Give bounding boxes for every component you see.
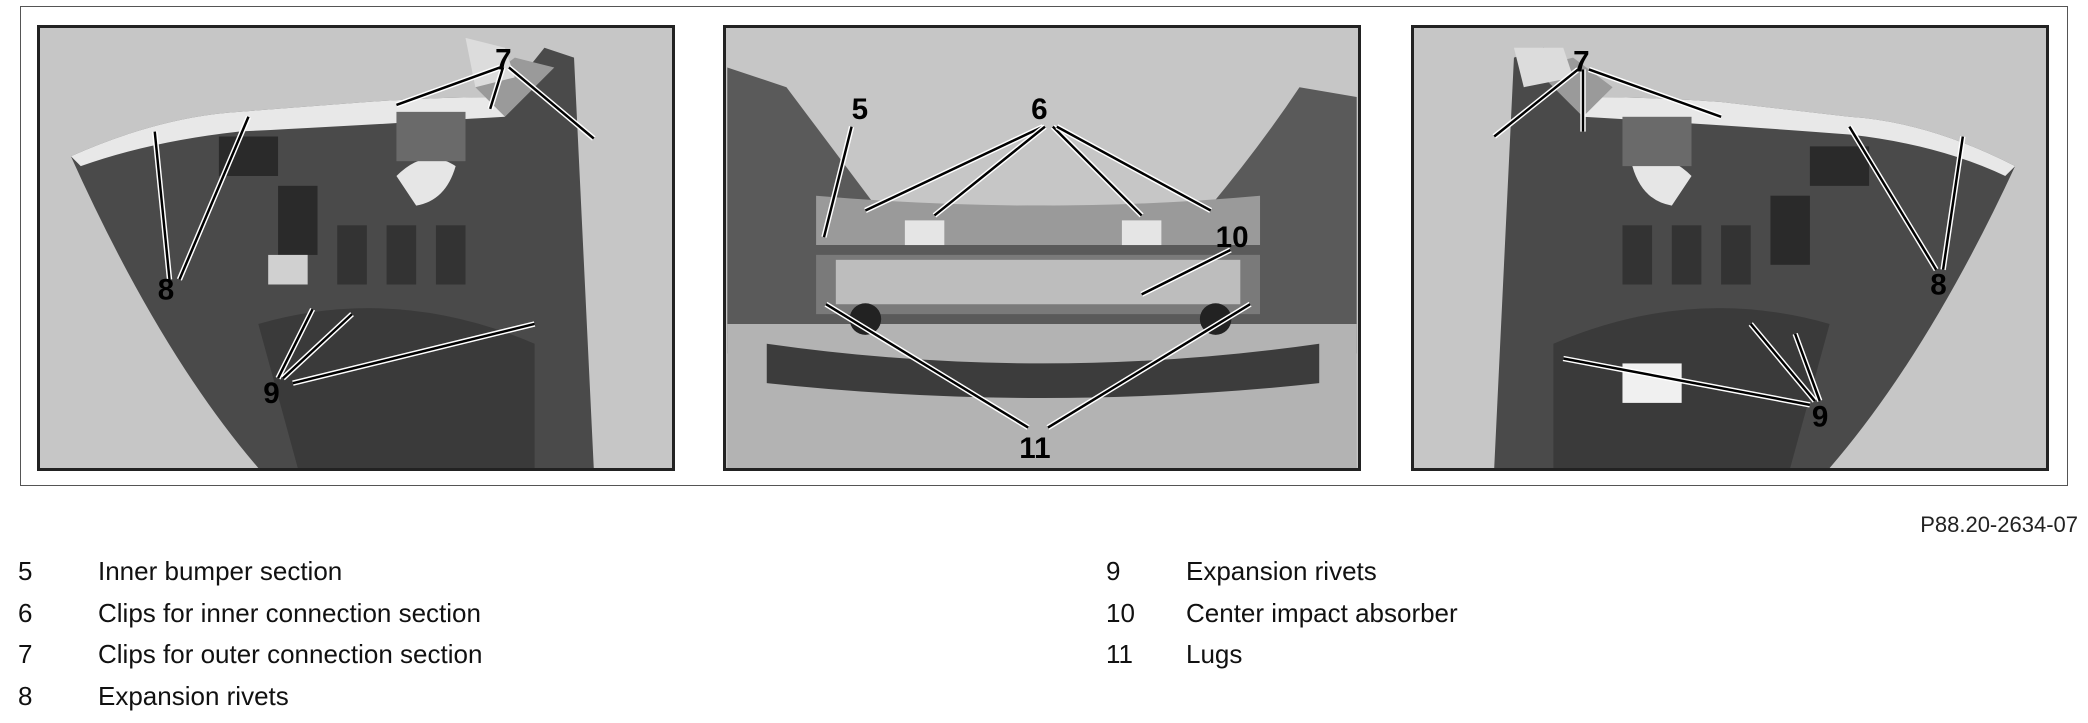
callout-8: 8	[1930, 268, 1946, 301]
callout-9: 9	[263, 377, 279, 410]
callout-10: 10	[1216, 221, 1249, 254]
photo-panel-left: 7 8 9	[37, 25, 675, 471]
legend-number: 8	[18, 680, 33, 711]
callout-11: 11	[1019, 432, 1050, 465]
callout-7: 7	[495, 43, 511, 76]
callout-9: 9	[1812, 401, 1828, 434]
legend-number: 7	[18, 639, 33, 669]
legend-text: Inner bumper section	[98, 556, 343, 586]
legend-number: 5	[18, 556, 33, 586]
legend-text: Center impact absorber	[1186, 597, 1458, 628]
figure-frame: 7 8 9	[20, 6, 2068, 486]
bumper-center-photo: 5 6 10 11	[727, 67, 1357, 468]
callout-7: 7	[1573, 45, 1589, 78]
callout-6: 6	[1031, 93, 1047, 126]
callout-8: 8	[158, 273, 174, 306]
photo-panel-center: 5 6 10 11	[723, 25, 1361, 471]
legend-text: Expansion rivets	[98, 680, 289, 711]
legend-text: Expansion rivets	[1186, 556, 1377, 586]
legend-number: 6	[18, 597, 33, 628]
legend-text: Clips for outer connection section	[98, 639, 483, 669]
callout-5: 5	[852, 93, 868, 126]
bumper-left-photo: 7 8 9	[70, 37, 596, 468]
figure-code: P88.20-2634-07	[1920, 512, 2078, 537]
bumper-right-photo: 7 8 9	[1492, 45, 2016, 468]
legend-text: Lugs	[1186, 639, 1243, 669]
legend-number: 9	[1106, 556, 1121, 586]
legend-text: Clips for inner connection section	[98, 597, 481, 628]
photo-panel-right: 7 8 9	[1411, 25, 2049, 471]
legend-number: 11	[1106, 639, 1133, 669]
legend-number: 10	[1106, 597, 1135, 628]
